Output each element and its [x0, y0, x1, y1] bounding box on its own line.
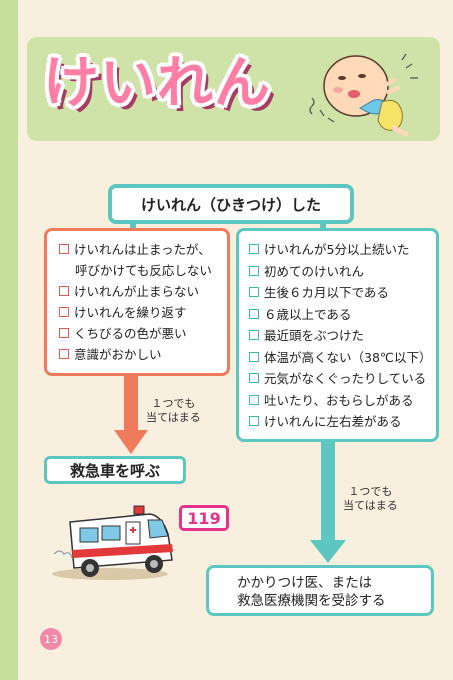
- checklist-item: 生後６カ月以下である: [249, 282, 432, 304]
- checklist-item: けいれんに左右差がある: [249, 411, 432, 433]
- checkbox-icon: [249, 330, 259, 340]
- visit-doctor-box: かかりつけ医、または 救急医療機関を受診する: [206, 565, 434, 616]
- checklist-item: ６歳以上である: [249, 304, 432, 326]
- checklist-item: 元気がなくぐったりしている: [249, 368, 432, 390]
- checklist-item: 意識がおかしい: [59, 344, 221, 365]
- arrow-right-head: [310, 540, 346, 563]
- checklist-item: 体温が高くない（38℃以下）: [249, 347, 432, 369]
- checkbox-icon: [59, 286, 69, 296]
- checkbox-icon: [249, 373, 259, 383]
- checklist-item: 最近頭をぶつけた: [249, 325, 432, 347]
- arrow-right-shaft: [321, 442, 335, 542]
- checklist-item: けいれんが止まらない: [59, 281, 221, 302]
- checkbox-icon: [249, 394, 259, 405]
- page-title: けいれん: [43, 51, 271, 116]
- visit-checklist: けいれんが5分以上続いた 初めてのけいれん 生後６カ月以下である ６歳以上である…: [236, 228, 439, 442]
- baby-illustration: [309, 53, 418, 137]
- checklist-item: けいれんは止まったが、: [59, 239, 221, 260]
- note-right: １つでも 当てはまる: [343, 485, 398, 512]
- checkbox-icon: [59, 349, 69, 359]
- checkbox-icon: [249, 287, 259, 297]
- call-ambulance-box: 救急車を呼ぶ: [44, 456, 186, 484]
- emergency-checklist: けいれんは止まったが、 呼びかけても反応しない けいれんが止まらない けいれんを…: [44, 228, 230, 376]
- checkbox-icon: [249, 265, 259, 276]
- checklist-item: くちびるの色が悪い: [59, 323, 221, 344]
- checkbox-icon: [249, 308, 259, 319]
- note-left: １つでも 当てはまる: [146, 397, 201, 424]
- checkbox-icon: [249, 416, 259, 426]
- checklist-item: 吐いたり、おもらしがある: [249, 390, 432, 412]
- checklist-item: 初めてのけいれん: [249, 261, 432, 283]
- condition-header: けいれん（ひきつけ）した: [108, 184, 354, 224]
- checklist-item-continued: 呼びかけても反応しない: [75, 263, 212, 278]
- ambulance-icon: [52, 505, 173, 580]
- checkbox-icon: [249, 351, 259, 362]
- arrow-left-head: [114, 430, 148, 454]
- checkbox-icon: [59, 328, 69, 338]
- checklist-item: けいれんが5分以上続いた: [249, 239, 432, 261]
- arrow-left-shaft: [124, 376, 138, 432]
- phone-number-badge: 119: [179, 505, 229, 531]
- checkbox-icon: [249, 244, 259, 254]
- checkbox-icon: [59, 244, 69, 254]
- side-stripe: [0, 0, 18, 680]
- checklist-item: けいれんを繰り返す: [59, 302, 221, 323]
- checkbox-icon: [59, 307, 69, 317]
- page-number: 13: [40, 628, 62, 650]
